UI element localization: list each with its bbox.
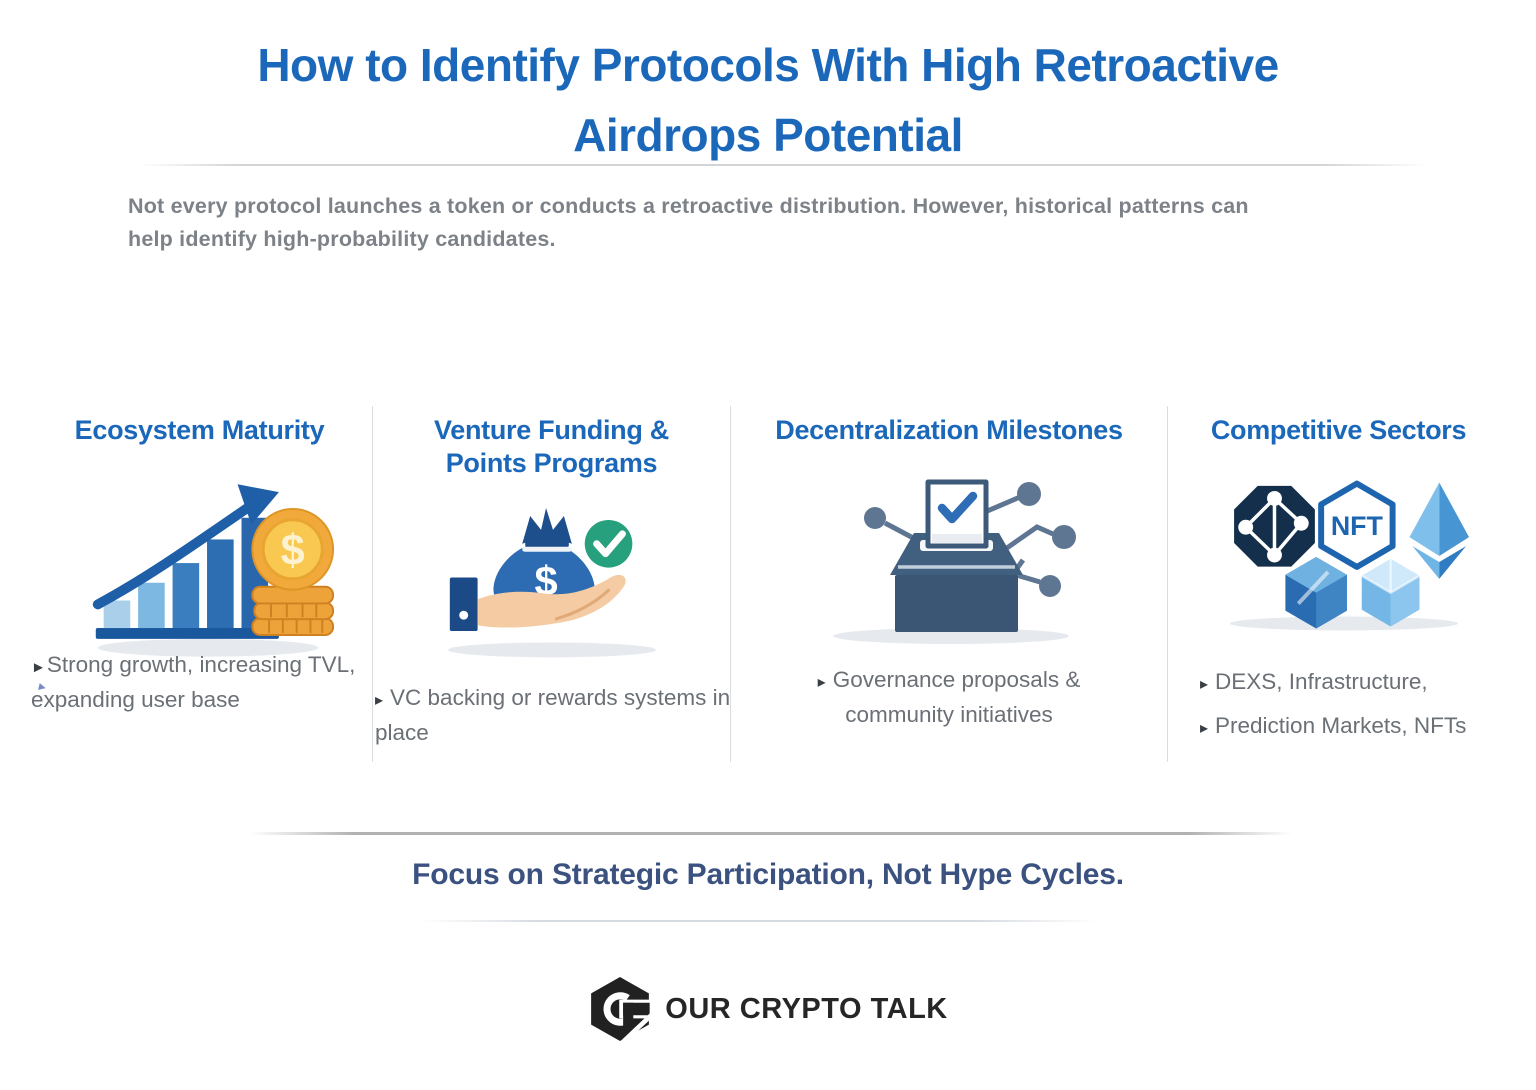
nft-hexagon-icon: NFT: [1317, 480, 1396, 570]
dollar-symbol: $: [534, 557, 557, 604]
bullet-item: ►Strong growth, increasing TVL, expandin…: [31, 649, 389, 716]
growth-chart-coins-icon: $: [92, 484, 334, 657]
ballot-box-network-icon: [833, 479, 1076, 644]
column-heading: Venture Funding & Points Programs: [434, 415, 669, 478]
bullet-arrow-icon: ▸: [375, 692, 384, 709]
tagline: Focus on Strategic Participation, Not Hy…: [412, 858, 1124, 891]
crypto-sector-badges-icon: NFT: [1229, 480, 1469, 631]
ethereum-icon: [1408, 482, 1469, 579]
coin-stack-icon: $: [250, 507, 334, 636]
page-subtitle-line2: help identify high-probability candidate…: [128, 227, 556, 251]
dollar-symbol: $: [280, 527, 304, 575]
open-hand-icon: [449, 574, 626, 632]
money-bag-hand-check-icon: $: [447, 508, 656, 658]
icon-container: [731, 468, 1167, 648]
footer-divider: [250, 832, 1292, 835]
page-title-line2: Airdrops Potential: [573, 109, 963, 161]
icon-container: $: [27, 478, 372, 658]
page-title: How to Identify Protocols With High Retr…: [0, 30, 1536, 170]
column-decentralization-milestones: Decentralization Milestones: [730, 406, 1167, 762]
network-octagon-icon: [1233, 485, 1315, 567]
page-title-line1: How to Identify Protocols With High Retr…: [257, 39, 1279, 91]
bullet-arrow-icon: ▸: [817, 674, 826, 691]
bullet-text: VC backing or rewards systems in place: [375, 685, 731, 745]
column-heading: Competitive Sectors: [1210, 415, 1467, 445]
page-subtitle-line1: Not every protocol launches a token or c…: [128, 194, 1249, 218]
column-heading: Ecosystem Maturity: [74, 415, 325, 445]
brand-name: OUR CRYPTO TALK: [665, 992, 948, 1025]
bullet-arrow-icon: ▸: [1200, 720, 1209, 737]
column-competitive-sectors: Competitive Sectors: [1167, 406, 1509, 762]
check-circle-icon: [584, 519, 632, 568]
our-crypto-talk-logo-icon: [591, 977, 653, 1044]
column-venture-funding: Venture Funding & Points Programs $: [372, 406, 730, 762]
bullet-text: DEXS, Infrastructure,: [1215, 669, 1428, 694]
gem-light-icon: [1360, 558, 1420, 627]
column-ecosystem-maturity: Ecosystem Maturity: [27, 406, 372, 762]
bullet-text: Strong growth, increasing TVL, expanding…: [31, 652, 356, 712]
network-nodes: [864, 482, 1076, 597]
bullet-text: Governance proposals & community initiat…: [832, 667, 1081, 727]
bullet-arrow-icon: ►: [31, 659, 46, 676]
gem-dark-icon: [1284, 556, 1347, 629]
bullet-text: Prediction Markets, NFTs: [1215, 713, 1467, 738]
bullet-arrow-icon: ▸: [1200, 676, 1209, 693]
title-divider: [138, 164, 1426, 166]
bullet-item: ▸ DEXS, Infrastructure,: [1200, 666, 1428, 701]
brand-logo: OUR CRYPTO TALK: [0, 974, 1536, 1044]
ballot-box: [890, 533, 1023, 632]
ballot-paper: [925, 479, 989, 549]
tagline-underline: [420, 920, 1096, 922]
bullet-item: ▸ Governance proposals & community initia…: [784, 664, 1114, 731]
feature-columns: Ecosystem Maturity: [27, 406, 1509, 762]
column-heading: Decentralization Milestones: [775, 415, 1123, 445]
bullet-item: ▸ Prediction Markets, NFTs: [1200, 710, 1466, 745]
icon-container: $: [373, 494, 730, 658]
bullet-item: ▸VC backing or rewards systems in place: [375, 682, 733, 749]
nft-label: NFT: [1330, 511, 1383, 541]
icon-container: NFT: [1168, 476, 1509, 636]
page-subtitle: Not every protocol launches a token or c…: [128, 190, 1428, 256]
